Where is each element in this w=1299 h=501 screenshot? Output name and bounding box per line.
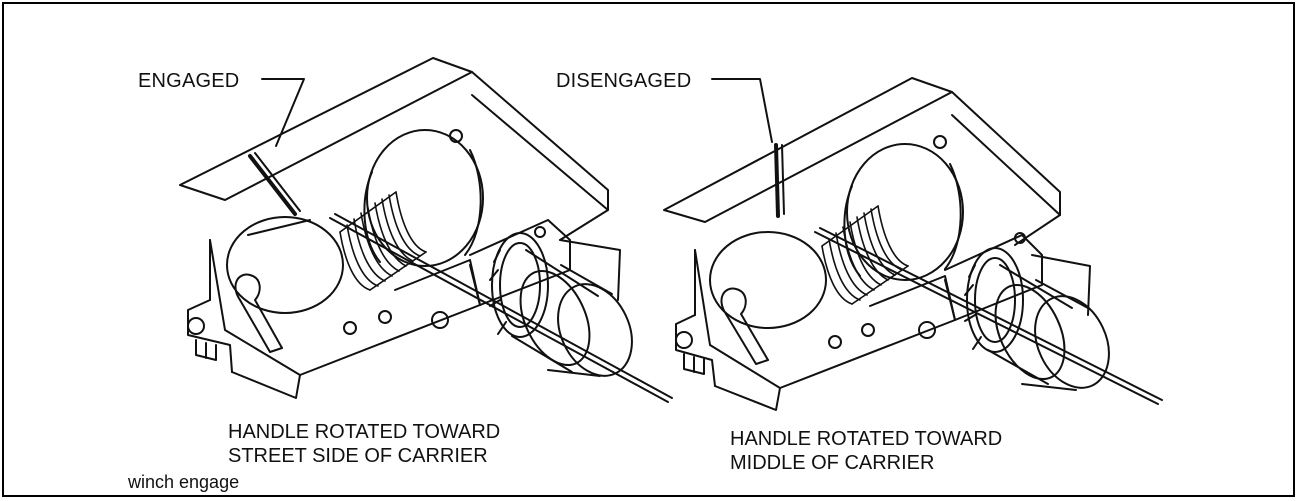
winch-engaged-drawing bbox=[179, 57, 673, 403]
engaged-caption: HANDLE ROTATED TOWARD STREET SIDE OF CAR… bbox=[228, 420, 500, 468]
engaged-caption-line-1: HANDLE ROTATED TOWARD bbox=[228, 421, 501, 443]
winch-disengaged-drawing bbox=[663, 77, 1163, 411]
disengaged-caption: HANDLE ROTATED TOWARD MIDDLE OF CARRIER bbox=[730, 427, 1002, 475]
disengaged-leader-line bbox=[711, 78, 773, 143]
disengaged-label: DISENGAGED bbox=[556, 70, 692, 92]
disengaged-caption-line-1: HANDLE ROTATED TOWARD bbox=[730, 428, 1003, 450]
disengaged-caption-line-2: MIDDLE OF CARRIER bbox=[730, 452, 935, 474]
engaged-label: ENGAGED bbox=[138, 70, 240, 92]
engaged-leader-line bbox=[261, 78, 305, 147]
figure-footer-label: winch engage bbox=[128, 472, 240, 492]
engaged-caption-line-2: STREET SIDE OF CARRIER bbox=[228, 445, 488, 467]
